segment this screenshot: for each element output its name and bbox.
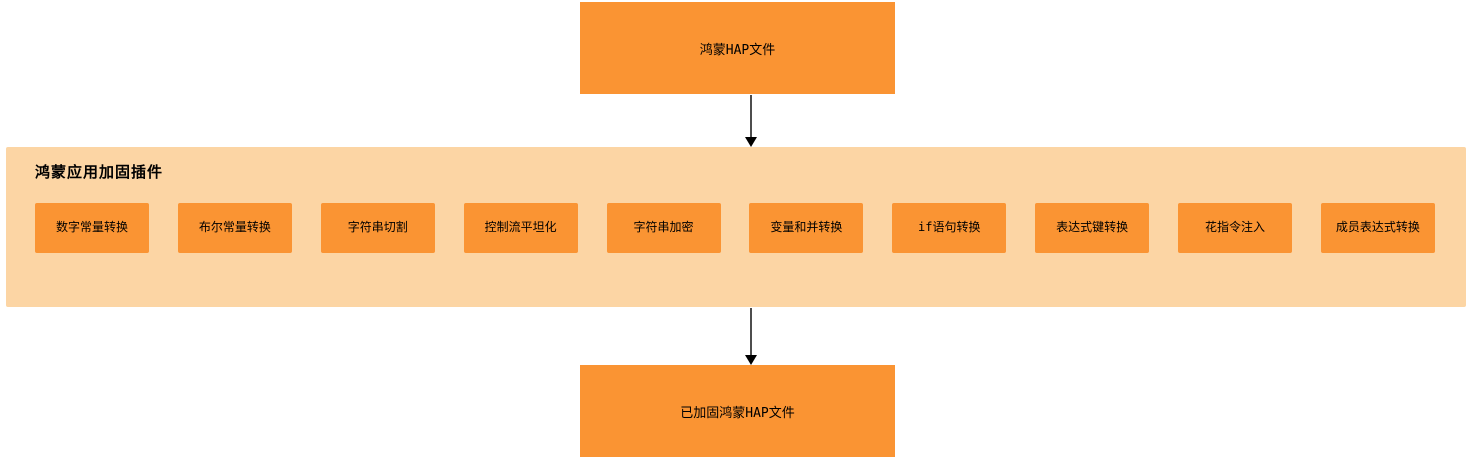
plugin-node-expression-key: 表达式键转换 [1035, 203, 1150, 253]
plugin-label: 字符串切割 [347, 220, 408, 235]
plugin-node-control-flow-flatten: 控制流平坦化 [463, 203, 578, 253]
plugin-label: 布尔常量转换 [198, 220, 271, 235]
input-hap-file-node: 鸿蒙HAP文件 [580, 2, 895, 94]
plugin-label: 变量和并转换 [770, 220, 843, 235]
plugin-node-variable-merge: 变量和并转换 [749, 203, 864, 253]
plugin-node-if-statement: if语句转换 [892, 203, 1007, 253]
plugin-node-string-encrypt: 字符串加密 [606, 203, 721, 253]
plugin-label: 表达式键转换 [1056, 220, 1129, 235]
plugin-label: 控制流平坦化 [484, 220, 557, 235]
plugin-label: if语句转换 [918, 220, 981, 235]
flow-arrow-line-bottom [750, 308, 752, 356]
plugin-group-container: 鸿蒙应用加固插件 数字常量转换 布尔常量转换 字符串切割 控制流平坦化 字符串加… [6, 147, 1466, 307]
plugin-group-title: 鸿蒙应用加固插件 [35, 163, 164, 181]
flow-arrow-line-top [750, 95, 752, 138]
flow-arrow-head-top [745, 137, 757, 147]
plugin-node-number-constant: 数字常量转换 [35, 203, 149, 253]
plugin-label: 数字常量转换 [55, 220, 128, 235]
flow-arrow-head-bottom [745, 355, 757, 365]
input-hap-file-label: 鸿蒙HAP文件 [699, 42, 776, 58]
plugin-node-string-split: 字符串切割 [320, 203, 435, 253]
output-hardened-hap-file-label: 已加固鸿蒙HAP文件 [680, 405, 795, 421]
plugin-node-bool-constant: 布尔常量转换 [177, 203, 292, 253]
plugin-row: 数字常量转换 布尔常量转换 字符串切割 控制流平坦化 字符串加密 变量和并转换 … [35, 203, 1435, 253]
plugin-label: 字符串加密 [633, 220, 694, 235]
plugin-label: 花指令注入 [1204, 220, 1265, 235]
plugin-node-junk-code-inject: 花指令注入 [1178, 203, 1292, 253]
plugin-label: 成员表达式转换 [1335, 220, 1420, 235]
output-hardened-hap-file-node: 已加固鸿蒙HAP文件 [580, 365, 895, 457]
plugin-node-member-expression: 成员表达式转换 [1320, 203, 1435, 253]
